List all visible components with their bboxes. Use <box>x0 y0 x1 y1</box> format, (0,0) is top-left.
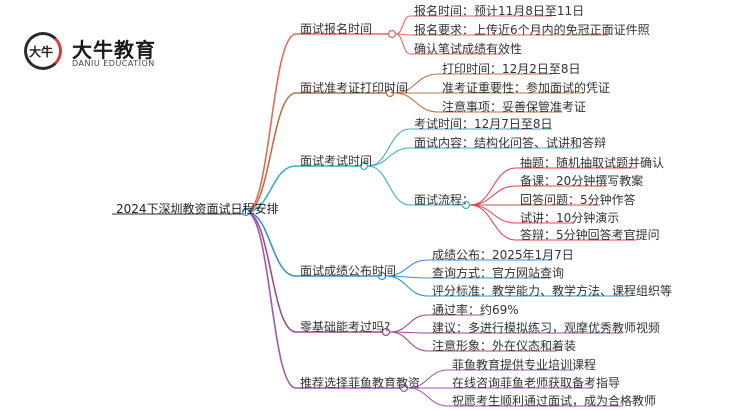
brand-logo: 大牛 大牛教育 DANIU EDUCATION <box>14 32 184 76</box>
leaf-connector <box>407 387 449 407</box>
leaf-connector <box>367 147 411 167</box>
root-node[interactable]: 2024下深圳教资面试日程安排 <box>116 202 279 216</box>
leaf-appearance: 注意形象：外在仪态和着装 <box>432 339 577 353</box>
leaf-connector <box>389 331 429 352</box>
branch-zero-basis[interactable]: 零基础能考过吗? <box>300 320 391 334</box>
branch-recommend[interactable]: 推荐选择菲鱼教育教资 <box>300 376 421 390</box>
leaf-wish: 祝愿考生顺利通过面试，成为合格教师 <box>452 394 657 408</box>
logo-ring-icon <box>24 32 62 70</box>
logo-glyph: 大牛 <box>29 45 54 59</box>
branch-node-dot <box>385 88 395 98</box>
leaf-exam-process[interactable]: 面试流程： <box>414 193 475 207</box>
leaf-reg-requirement: 报名要求：上传近6个月内的免冠正面证件照 <box>414 23 650 37</box>
branch-connector <box>245 211 297 389</box>
leaf-process-defense: 答辩：5分钟回答考官提问 <box>520 228 660 242</box>
branch-admission-ticket[interactable]: 面试准考证打印时间 <box>300 81 409 95</box>
leaf-pass-rate: 通过率：约69% <box>432 303 519 317</box>
root-node-dot <box>241 207 251 217</box>
branch-connector <box>245 211 297 277</box>
leaf-ticket-importance: 准考证重要性：参加面试的凭证 <box>442 81 611 95</box>
leaf-process-answer: 回答问题：5分钟作答 <box>520 193 636 207</box>
leaf-results-criteria: 评分标准：教学能力、教学方法、课程组织等 <box>432 284 673 298</box>
branch-node-dot <box>377 271 387 281</box>
leaf-process-draw: 抽题：随机抽取试题并确认 <box>520 156 665 170</box>
logo-name: 大牛教育 <box>72 38 156 62</box>
branch-results[interactable]: 面试成绩公布时间 <box>300 264 397 278</box>
branch-connector <box>245 33 297 213</box>
leaf-process-prepare: 备课：20分钟撰写教案 <box>520 174 644 188</box>
leaf-advice: 建议：多进行模拟练习，观摩优秀教师视频 <box>432 321 661 335</box>
process-node-dot <box>461 200 471 210</box>
leaf-results-query: 查询方式：官方网站查询 <box>432 266 565 280</box>
leaf-results-date: 成绩公布：2025年1月7日 <box>432 248 574 262</box>
branch-connector <box>245 211 297 333</box>
leaf-consult: 在线咨询菲鱼老师获取备考指导 <box>452 376 621 390</box>
leaf-connector <box>389 314 429 333</box>
branch-connector <box>245 165 297 213</box>
leaf-exam-content: 面试内容：结构化问答、试讲和答辩 <box>414 136 607 150</box>
leaf-training: 菲鱼教育提供专业培训课程 <box>452 358 597 372</box>
branch-node-dot <box>387 29 397 39</box>
sub-leaf-connector <box>469 204 517 241</box>
leaf-ticket-notice: 注意事项：妥善保管准考证 <box>442 100 587 114</box>
sub-leaf-connector <box>469 204 517 224</box>
leaf-connector <box>367 165 411 206</box>
leaf-connector <box>393 92 439 113</box>
branch-exam-time[interactable]: 面试考试时间 <box>300 154 373 168</box>
logo-subtitle: DANIU EDUCATION <box>72 59 155 68</box>
leaf-reg-time: 报名时间：预计11月8日至11日 <box>414 4 585 18</box>
sub-leaf-connector <box>469 185 517 206</box>
leaf-print-time: 打印时间：12月2日至8日 <box>442 62 581 76</box>
leaf-connector <box>385 275 429 297</box>
leaf-connector <box>395 15 411 35</box>
leaf-process-lecture: 试讲：10分钟演示 <box>520 211 620 225</box>
leaf-connector <box>367 128 411 167</box>
leaf-exam-time: 考试时间：12月7日至8日 <box>414 117 553 131</box>
leaf-reg-confirm: 确认笔试成绩有效性 <box>414 42 523 56</box>
branch-connector <box>245 92 297 213</box>
branch-node-dot <box>381 327 391 337</box>
leaf-connector <box>395 33 411 55</box>
branch-registration[interactable]: 面试报名时间 <box>300 22 373 36</box>
branch-node-dot <box>399 383 409 393</box>
branch-node-dot <box>359 161 369 171</box>
